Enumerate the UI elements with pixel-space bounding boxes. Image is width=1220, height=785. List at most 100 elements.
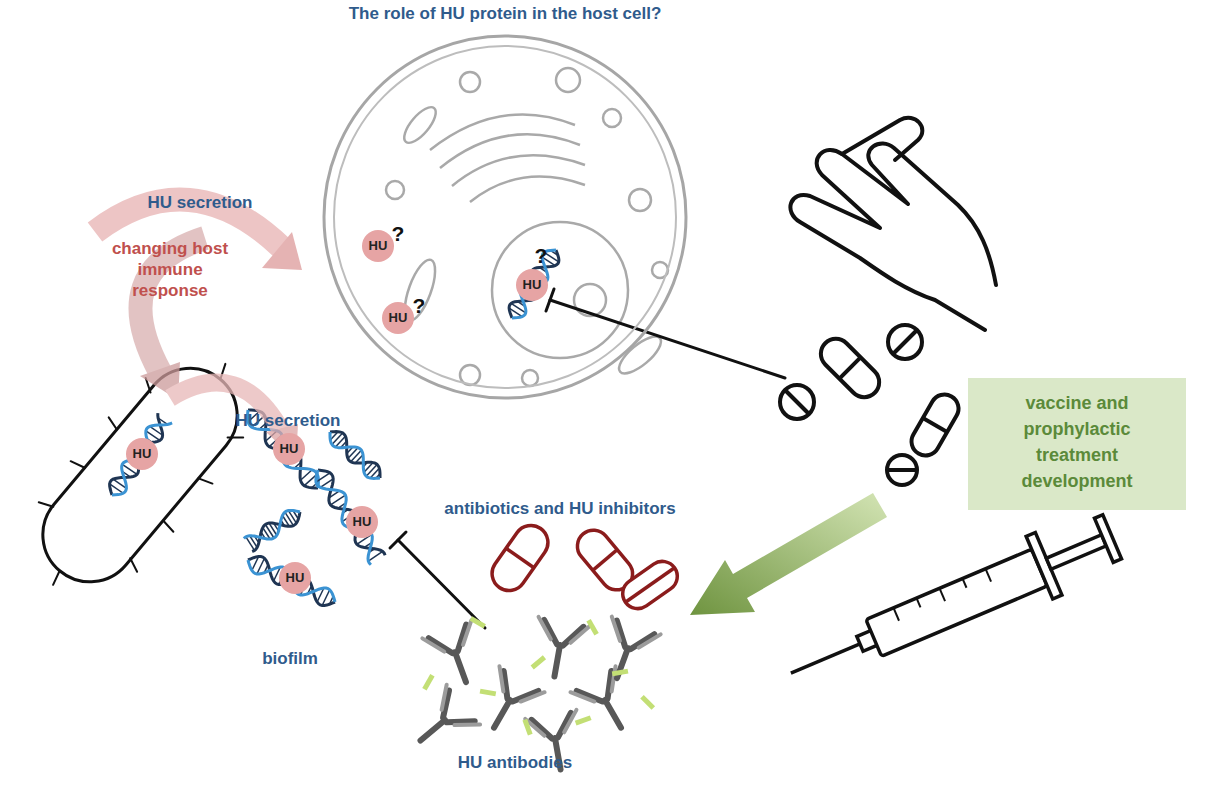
bacterium: [162, 521, 175, 532]
hu-protein: HU: [381, 301, 415, 335]
cell-organelles: [629, 189, 651, 211]
hu-protein: HU: [515, 268, 549, 302]
cell-organelles: [556, 68, 580, 92]
hu-protein: HU: [272, 432, 306, 466]
node-outline: [126, 438, 158, 470]
node-outline: [334, 46, 676, 388]
antibody: [593, 617, 661, 687]
cell-organelles: [452, 155, 585, 186]
antigen-fragment: [422, 616, 655, 735]
antigen-fragment: [612, 669, 629, 677]
node-outline: [322, 34, 688, 400]
syringe: [963, 579, 967, 588]
dna-helix: [244, 510, 300, 539]
syringe: [866, 549, 1047, 656]
hu-text: HU: [272, 432, 306, 466]
inhibition-line: [550, 300, 785, 378]
dna-helix: [330, 432, 380, 478]
syringe: [917, 598, 921, 607]
arrow-label: HU secretion: [208, 410, 368, 431]
antibiotic-capsule: [506, 548, 534, 568]
syringe: [940, 588, 945, 601]
pills: [839, 357, 860, 378]
dna-helix: [330, 432, 380, 478]
syringe: [791, 644, 860, 673]
secretion-arrow: [140, 238, 205, 372]
node-outline: [362, 230, 394, 262]
antibiotic-capsule: [485, 519, 554, 597]
hand: [842, 118, 922, 160]
hu-protein: HU: [278, 561, 312, 595]
hu-protein: HU: [125, 437, 159, 471]
antibody: [471, 666, 544, 740]
dna-helix: [318, 470, 385, 555]
vaccine-box: vaccine and prophylactic treatment devel…: [968, 378, 1186, 510]
cell-organelles: [386, 181, 404, 199]
dna-helix: [370, 468, 379, 478]
node-outline: [968, 378, 1186, 510]
dna-helix: [509, 250, 559, 318]
bacterium: [228, 430, 244, 445]
dna-helix: [301, 470, 313, 480]
syringe: [894, 608, 899, 621]
cell-organelles: [430, 114, 575, 150]
syringe: [1046, 535, 1106, 569]
antibody: [422, 621, 490, 691]
antigen-fragment: [422, 674, 434, 690]
antibiotic-capsule: [617, 556, 683, 615]
dna-helix: [246, 537, 255, 551]
pills: [887, 455, 917, 485]
pills: [815, 333, 886, 404]
hu-text: HU: [381, 301, 415, 335]
dna-helix: [509, 250, 559, 318]
arrow-label: HU secretion: [120, 192, 280, 213]
hu-protein: HU: [361, 229, 395, 263]
dna-helix: [285, 512, 293, 525]
pills: [785, 390, 809, 414]
pills: [887, 455, 917, 485]
cell-title: The role of HU protein in the host cell?: [232, 4, 778, 24]
antigen-fragment: [522, 719, 532, 736]
hu-text: HU: [345, 505, 379, 539]
dna-helix: [335, 436, 345, 447]
bacterium: [106, 417, 119, 429]
bacterium: [3, 328, 278, 622]
node-outline: [516, 269, 548, 301]
dna-helix: [351, 450, 362, 462]
dna-helix: [265, 525, 274, 538]
secretion-arrow: [262, 232, 302, 270]
antibody: [529, 617, 590, 681]
inhibition-line: [398, 540, 485, 628]
cell-organelles: [440, 134, 580, 168]
dna-helix: [316, 470, 385, 565]
hu-text: HU: [125, 437, 159, 471]
dna-helix: [110, 413, 173, 495]
syringe: [778, 505, 1126, 704]
hand: [790, 118, 996, 330]
antigen-fragment: [480, 689, 497, 697]
dna-helix: [112, 423, 172, 495]
cell-organelles: [574, 284, 606, 316]
syringe: [894, 569, 992, 621]
cell-organelles: [470, 177, 585, 202]
inhibition-line: [546, 289, 554, 311]
dna-helix: [248, 556, 335, 605]
pills: [887, 468, 917, 472]
cell-organelles: [603, 109, 621, 127]
dna-helix: [368, 551, 382, 561]
pills: [893, 330, 917, 354]
hand: [790, 143, 996, 330]
cell-organelles: [492, 222, 628, 358]
dna-helix: [348, 448, 358, 459]
hu-protein: HU: [345, 505, 379, 539]
dna-helix: [332, 433, 343, 445]
dna-helix: [248, 560, 335, 602]
question-mark: ?: [390, 222, 406, 246]
antibiotic-capsule: [593, 550, 618, 571]
node-outline: [279, 562, 311, 594]
pills: [815, 333, 886, 404]
bacterium: [199, 475, 213, 488]
cell-organelles: [522, 370, 538, 386]
antigen-fragment: [575, 715, 592, 725]
